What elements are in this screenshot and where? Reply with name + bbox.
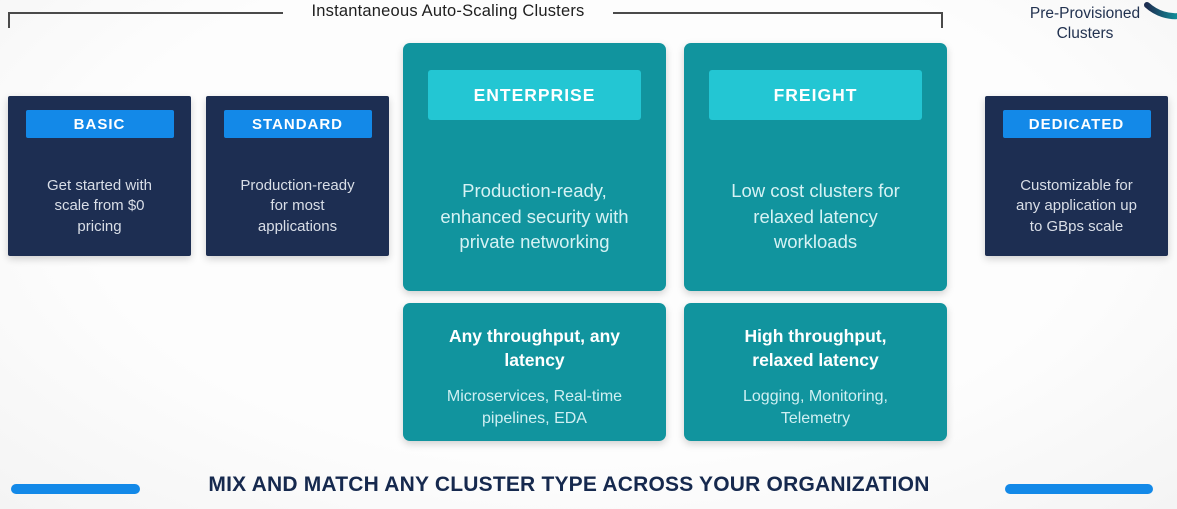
workload-enterprise-title: Any throughput, any latency [448,326,621,370]
badge-dedicated: DEDICATED [1002,110,1151,138]
badge-standard: STANDARD [223,110,372,138]
footer-left-bar [11,484,140,494]
standard-description: Production-ready for most applications [240,177,355,235]
card-basic: BASIC Get started with scale from $0 pri… [8,96,191,256]
workload-freight-title: High throughput, relaxed latency [744,326,887,370]
freight-description: Low cost clusters for relaxed latency wo… [731,180,900,253]
dedicated-description: Customizable for any application up to G… [1016,177,1137,235]
badge-basic: BASIC [25,110,174,138]
card-enterprise: ENTERPRISE Production-ready, enhanced se… [403,43,666,291]
bracket-left-tick [8,12,10,28]
corner-arc-decoration [1144,2,1177,20]
workload-freight-examples: Logging, Monitoring, Telemetry [743,388,888,427]
badge-freight: FREIGHT [709,70,922,120]
bracket-right-tick [941,12,943,28]
footer-headline: MIX AND MATCH ANY CLUSTER TYPE ACROSS YO… [208,473,930,496]
basic-description: Get started with scale from $0 pricing [46,177,153,235]
workload-enterprise-examples: Microservices, Real-time pipelines, EDA [446,388,623,427]
bracket-left-line [8,12,283,14]
card-dedicated: DEDICATED Customizable for any applicati… [985,96,1168,256]
footer-right-bar [1005,484,1153,494]
pre-provisioned-label: Pre-Provisioned Clusters [1029,5,1141,43]
card-freight: FREIGHT Low cost clusters for relaxed la… [684,43,947,291]
bracket-label: Instantaneous Auto-Scaling Clusters [311,2,585,20]
card-standard: STANDARD Production-ready for most appli… [206,96,389,256]
workload-card-enterprise: Any throughput, any latency Microservice… [403,303,666,441]
workload-card-freight: High throughput, relaxed latency Logging… [684,303,947,441]
enterprise-description: Production-ready, enhanced security with… [440,180,629,253]
badge-enterprise: ENTERPRISE [428,70,641,120]
bracket-right-line [613,12,943,14]
